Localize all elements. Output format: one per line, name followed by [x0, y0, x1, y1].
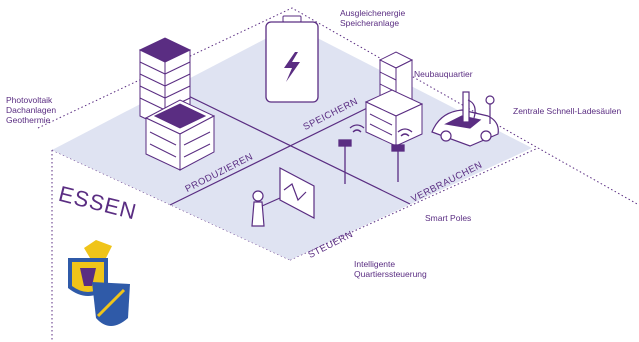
ausgleich-label: Ausgleichenergie Speicheranlage: [340, 8, 406, 28]
ground-plane: [52, 25, 532, 260]
steuerung-label: Intelligente Quartierssteuerung: [354, 259, 427, 279]
smart-pole-icon: [338, 124, 413, 184]
zentrale-label: Zentrale Schnell-Ladesäulen: [513, 106, 622, 116]
coat-of-arms-icon: [68, 240, 130, 326]
neubau-label: Neubauquartier: [414, 69, 473, 79]
building-solar-icon: [138, 37, 216, 171]
smart-poles-label: Smart Poles: [425, 213, 472, 223]
person-screen-icon: [251, 167, 315, 227]
battery-icon: [265, 15, 319, 103]
photovoltaik-label: Photovoltaik Dachanlagen Geothermie: [6, 95, 57, 125]
dotted-block-outline: [37, 7, 639, 342]
car-charging-icon: [431, 91, 499, 147]
